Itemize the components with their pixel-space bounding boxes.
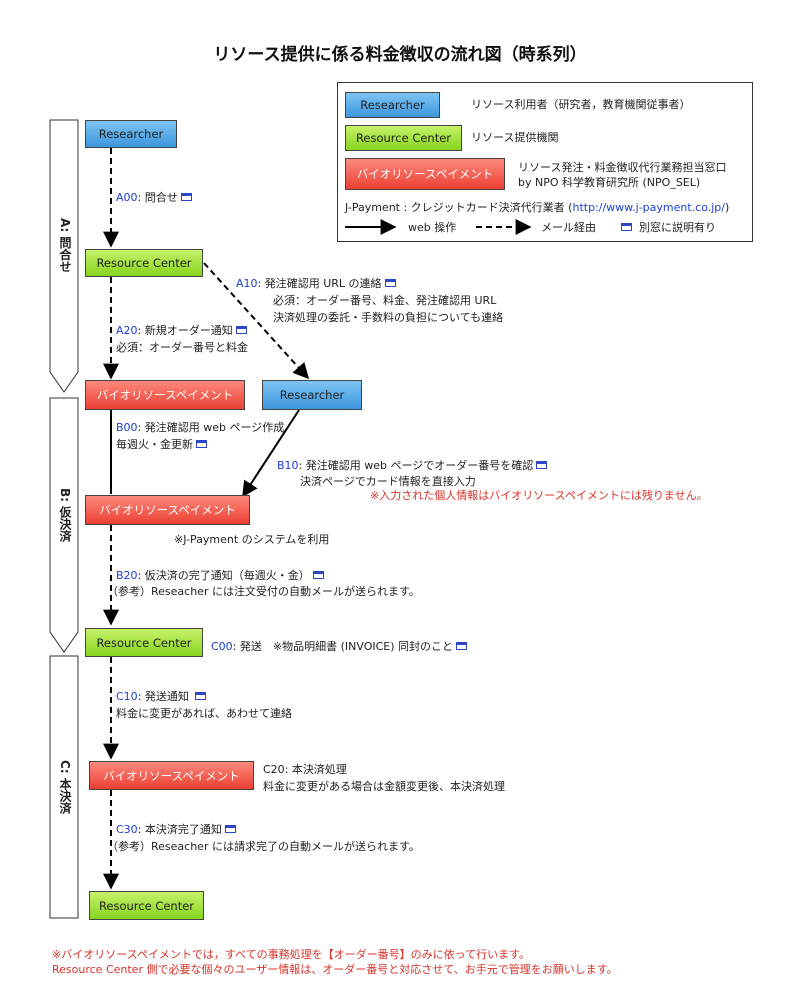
legend-rc-desc: リソース提供機関 [471,131,559,144]
node-researcher-1: Researcher [85,120,177,148]
window-icon[interactable] [195,692,207,700]
legend-rc-box: Resource Center [345,125,462,151]
node-researcher-2: Researcher [262,380,362,410]
window-icon[interactable] [196,440,207,448]
footer-note-1: ※バイオリソースペイメントでは，すべての事務処理を【オーダー番号】のみに依って行… [52,948,531,961]
phase-a-chevron [49,119,79,393]
phase-a-label: A: 問合せ [58,218,72,273]
legend-separate: 別窓に説明有り [618,220,716,235]
jpayment-link[interactable]: http://www.j-payment.co.jp/ [572,201,725,214]
arrow-b10 [242,409,300,498]
legend-jpayment: J-Payment : クレジットカード決済代行業者 (http://www.j… [345,201,730,214]
window-icon[interactable] [235,326,247,334]
step-b00-line2: 毎週火・金更新 [116,437,207,452]
node-resource-center-3: Resource Center [89,891,204,920]
window-icon[interactable] [536,461,548,469]
step-b10-note: ※入力された個人情報はバイオリソースペイメントには残りません。 [370,489,708,502]
step-c00: C00: 発送 ※物品明細書 (INVOICE) 同封のこと [211,639,468,654]
window-icon[interactable] [180,193,192,201]
window-icon[interactable] [456,642,468,650]
step-c20-line2: 料金に変更がある場合は金額変更後、本決済処理 [263,780,505,793]
step-c20: C20: 本決済処理 [263,763,347,776]
step-b20: B20: 仮決済の完了通知（毎週火・金） [116,568,324,583]
phase-c-label: C: 本決済 [58,760,72,814]
window-icon[interactable] [224,825,236,833]
arrow-a10 [203,262,310,380]
step-b10: B10: 発注確認用 web ページでオーダー番号を確認 [277,458,548,473]
step-b10-line2: 決済ページでカード情報を直接入力 [300,475,476,488]
legend-researcher-box: Researcher [345,92,440,118]
step-c30: C30: 本決済完了通知 [116,822,236,837]
step-c10-line2: 料金に変更があれば、あわせて連絡 [116,707,292,720]
legend-researcher-desc: リソース利用者（研究者，教育機関従事者） [471,98,691,111]
phase-c-chevron [49,655,79,919]
legend-mail-label: メール経由 [541,221,596,234]
legend: Researcher リソース利用者（研究者，教育機関従事者） Resource… [337,82,753,242]
legend-bp-desc-2: by NPO 科学教育研究所 (NPO_SEL) [518,176,701,189]
step-a20-line2: 必須：オーダー番号と料金 [116,341,248,354]
step-c30-line2: （参考）Reseacher には請求完了の自動メールが送られます。 [107,840,420,853]
window-icon[interactable] [384,279,396,287]
step-a20: A20: 新規オーダー通知 [116,323,247,338]
step-a10: A10: 発注確認用 URL の連絡 [236,276,396,291]
window-icon [621,223,632,231]
window-icon[interactable] [312,571,324,579]
legend-bp-box: バイオリソースペイメント [345,158,505,190]
phase-b-chevron [49,397,79,653]
node-payment-3: バイオリソースペイメント [89,761,254,790]
node-resource-center-1: Resource Center [85,249,203,277]
jpayment-note: ※J-Payment のシステムを利用 [174,533,330,546]
step-a00: A00: 問合せ [116,190,192,205]
step-b00: B00: 発注確認用 web ページ作成 [116,421,285,434]
step-b20-line2: （参考）Reseacher には注文受付の自動メールが送られます。 [107,585,420,598]
node-resource-center-2: Resource Center [85,628,203,657]
page-title: リソース提供に係る料金徴収の流れ図（時系列） [213,45,587,65]
step-a10-line3: 決済処理の委託・手数料の負担についても連絡 [273,311,504,324]
node-payment-1: バイオリソースペイメント [85,380,245,410]
step-c10: C10: 発送通知 [116,689,207,704]
legend-bp-desc-1: リソース発注・料金徴収代行業務担当窓口 [518,161,727,174]
legend-web-label: web 操作 [408,221,457,234]
step-a10-line2: 必須：オーダー番号、料金、発注確認用 URL [273,294,497,307]
phase-b-label: B: 仮決済 [58,488,72,543]
node-payment-2: バイオリソースペイメント [85,495,250,525]
footer-note-2: Resource Center 側で必要な個々のユーザー情報は、オーダー番号と対… [52,963,618,976]
